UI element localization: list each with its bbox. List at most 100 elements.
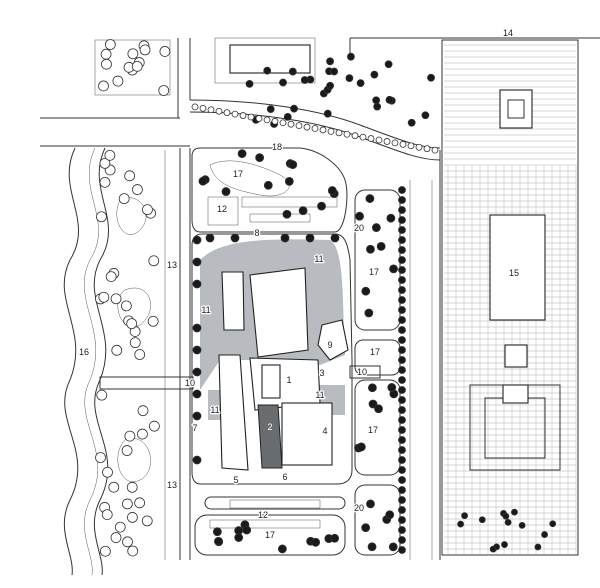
tree-icon bbox=[279, 78, 287, 87]
label-gate-north: 20 bbox=[354, 223, 364, 233]
label-garden-east-3: 17 bbox=[368, 425, 378, 435]
tree-icon bbox=[347, 52, 355, 61]
tree-icon bbox=[141, 515, 153, 527]
tree-icon bbox=[266, 105, 275, 113]
tree-icon bbox=[326, 81, 335, 90]
tree-icon bbox=[361, 286, 371, 296]
tree-icon bbox=[457, 520, 465, 528]
tree-icon bbox=[263, 116, 271, 124]
tree-icon bbox=[351, 132, 359, 140]
tree-icon bbox=[423, 145, 431, 153]
tree-icon bbox=[279, 119, 287, 127]
tree-icon bbox=[122, 536, 133, 548]
tree-icon bbox=[364, 308, 374, 318]
tree-icon bbox=[234, 533, 244, 542]
tree-icon bbox=[330, 67, 339, 76]
tree-icon bbox=[376, 242, 386, 251]
south-block bbox=[194, 496, 346, 556]
label-plaza: 15 bbox=[509, 268, 519, 278]
tree-icon bbox=[99, 176, 111, 188]
tree-icon bbox=[398, 436, 406, 444]
tree-icon bbox=[288, 160, 298, 170]
north-block bbox=[191, 147, 348, 233]
tree-icon bbox=[284, 176, 294, 186]
tree-icon bbox=[327, 186, 337, 195]
tree-icon bbox=[541, 531, 548, 538]
tree-icon bbox=[191, 103, 199, 111]
label-lawn-sw: 11 bbox=[210, 405, 219, 415]
tree-icon bbox=[398, 476, 406, 484]
tree-icon bbox=[99, 545, 111, 557]
tree-icon bbox=[118, 193, 130, 205]
tree-icon bbox=[192, 411, 202, 421]
plaza bbox=[441, 39, 579, 556]
tree-icon bbox=[205, 233, 215, 243]
tree-icon bbox=[489, 545, 497, 553]
tree-icon bbox=[148, 255, 160, 267]
label-courtyard: 2 bbox=[267, 422, 272, 432]
tree-icon bbox=[239, 112, 247, 119]
tree-icon bbox=[214, 536, 223, 546]
tree-icon bbox=[335, 129, 343, 137]
tree-icon bbox=[280, 233, 290, 243]
tree-icon bbox=[221, 187, 231, 196]
label-river: 16 bbox=[79, 347, 89, 357]
tree-icon bbox=[504, 518, 512, 526]
west-park bbox=[99, 150, 194, 560]
tree-icon bbox=[102, 466, 113, 478]
label-gate-south: 20 bbox=[354, 503, 364, 513]
tree-icon bbox=[398, 216, 406, 224]
tree-icon bbox=[96, 389, 108, 401]
tree-icon bbox=[478, 516, 486, 524]
label-garden-north: 17 bbox=[233, 169, 243, 179]
tree-icon bbox=[288, 67, 297, 76]
tree-icon bbox=[101, 58, 112, 70]
tree-icon bbox=[192, 323, 202, 333]
tree-icon bbox=[303, 123, 311, 131]
tree-icon bbox=[391, 139, 399, 147]
tree-icon bbox=[207, 106, 215, 114]
tree-icon bbox=[511, 508, 518, 516]
tree-icon bbox=[398, 396, 406, 404]
tree-icon bbox=[192, 345, 202, 355]
tree-icon bbox=[114, 521, 126, 533]
tree-icon bbox=[387, 383, 397, 392]
tree-icon bbox=[300, 76, 309, 84]
tree-icon bbox=[365, 194, 375, 203]
tree-icon bbox=[100, 48, 112, 60]
tree-icon bbox=[126, 512, 138, 523]
tree-icon bbox=[263, 66, 272, 75]
tree-icon bbox=[282, 209, 292, 219]
tree-icon bbox=[231, 110, 239, 118]
label-entry-small: 3 bbox=[319, 368, 324, 378]
tree-icon bbox=[501, 541, 508, 548]
tree-icon bbox=[370, 70, 379, 79]
tree-icon bbox=[326, 57, 334, 66]
label-pavilion: 9 bbox=[327, 340, 332, 350]
tree-icon bbox=[407, 118, 416, 127]
label-building: 1 bbox=[286, 375, 291, 385]
tree-icon bbox=[398, 546, 406, 554]
courtyard bbox=[257, 404, 283, 469]
tree-icon bbox=[399, 140, 407, 148]
tree-icon bbox=[371, 223, 381, 232]
tree-icon bbox=[373, 102, 382, 111]
tree-icon bbox=[134, 497, 146, 509]
label-service: 6 bbox=[282, 472, 287, 482]
tree-icon bbox=[366, 244, 375, 254]
tree-icon bbox=[215, 107, 223, 115]
tree-icon bbox=[108, 481, 120, 493]
tree-icon bbox=[255, 115, 263, 122]
label-park-west-lower: 13 bbox=[167, 480, 177, 490]
tree-icon bbox=[407, 142, 415, 150]
tree-icon bbox=[398, 346, 406, 354]
tree-icon bbox=[255, 153, 265, 163]
tree-icon bbox=[518, 521, 526, 529]
tree-icon bbox=[104, 149, 116, 161]
tree-icon bbox=[461, 512, 468, 520]
tree-icon bbox=[192, 279, 202, 289]
tree-icon bbox=[295, 122, 303, 130]
tree-icon bbox=[427, 73, 435, 82]
